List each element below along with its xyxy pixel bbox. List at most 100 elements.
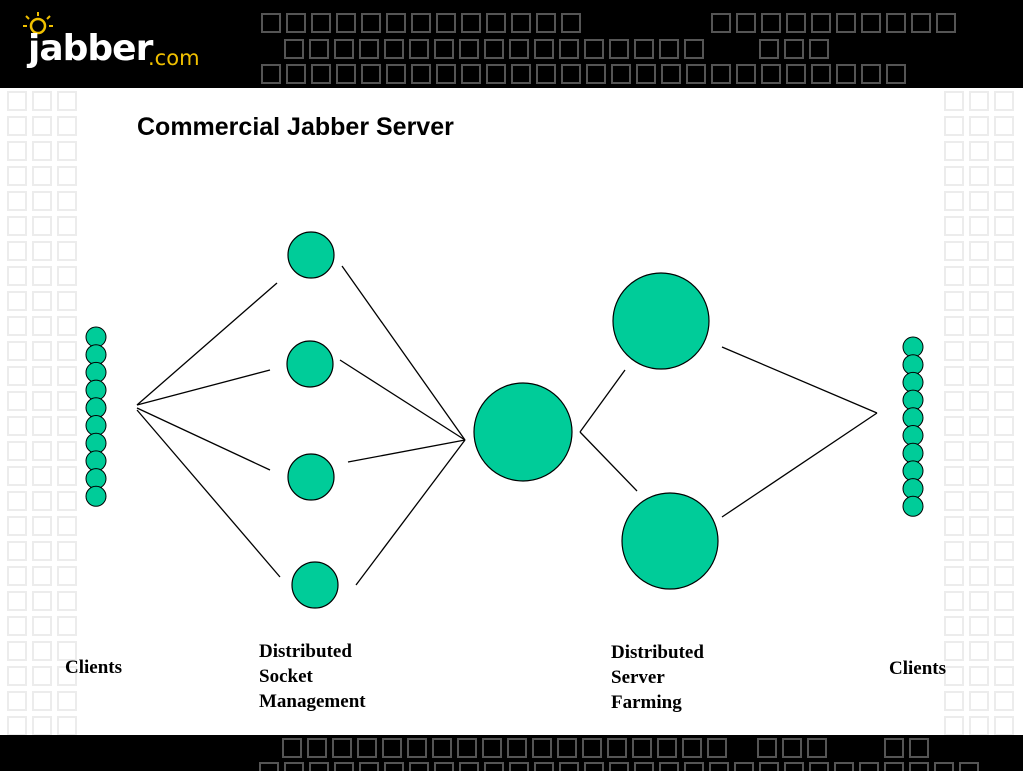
footer-pattern: [259, 738, 979, 771]
decor-square: [994, 566, 1014, 586]
decor-square: [759, 39, 779, 59]
decor-square: [559, 762, 579, 771]
decor-square: [944, 566, 964, 586]
decor-square: [407, 738, 427, 758]
decor-square: [57, 491, 77, 511]
decor-square: [944, 166, 964, 186]
decor-square: [944, 641, 964, 661]
decor-square: [334, 39, 354, 59]
decor-square: [944, 291, 964, 311]
logo-domain: .com: [148, 46, 200, 70]
decor-square: [711, 64, 731, 84]
decor-square: [32, 366, 52, 386]
decor-square: [994, 216, 1014, 236]
decor-square: [584, 39, 604, 59]
decor-square: [959, 762, 979, 771]
decor-square: [994, 391, 1014, 411]
decor-square: [861, 13, 881, 33]
decor-square: [994, 266, 1014, 286]
decor-square: [57, 516, 77, 536]
client-node: [902, 371, 924, 393]
decor-square: [734, 762, 754, 771]
decor-square: [32, 391, 52, 411]
decor-square: [994, 641, 1014, 661]
decor-square: [611, 64, 631, 84]
decor-square: [944, 316, 964, 336]
decor-square: [57, 166, 77, 186]
decor-square: [32, 316, 52, 336]
decor-square: [557, 738, 577, 758]
client-node: [902, 389, 924, 411]
decor-square: [969, 116, 989, 136]
decor-square: [736, 13, 756, 33]
decor-square: [411, 64, 431, 84]
decor-square: [534, 39, 554, 59]
decor-square: [32, 566, 52, 586]
decor-square: [32, 91, 52, 111]
decor-square: [969, 316, 989, 336]
decor-square: [282, 738, 302, 758]
decor-square: [559, 39, 579, 59]
decor-square: [7, 91, 27, 111]
decor-square: [7, 366, 27, 386]
decor-square: [634, 762, 654, 771]
decor-square: [461, 64, 481, 84]
decor-square: [409, 762, 429, 771]
decor-square: [707, 738, 727, 758]
decor-square: [994, 541, 1014, 561]
decor-square: [686, 64, 706, 84]
decor-square: [994, 341, 1014, 361]
decor-square: [994, 441, 1014, 461]
decor-square: [309, 39, 329, 59]
decor-square: [969, 391, 989, 411]
decor-square: [969, 291, 989, 311]
decor-square: [886, 64, 906, 84]
decor-square: [7, 116, 27, 136]
decor-square: [944, 141, 964, 161]
decor-square: [7, 316, 27, 336]
decor-square: [969, 366, 989, 386]
decor-square: [7, 391, 27, 411]
decor-square: [884, 738, 904, 758]
decor-square: [484, 39, 504, 59]
decor-square: [384, 39, 404, 59]
clients-right-label: Clients: [889, 658, 946, 679]
decor-square: [784, 39, 804, 59]
decor-square: [486, 13, 506, 33]
decor-square: [32, 191, 52, 211]
socket-node: [287, 453, 335, 501]
client-node: [902, 425, 924, 446]
decor-square: [994, 166, 1014, 186]
decor-square: [994, 366, 1014, 386]
decor-square: [311, 64, 331, 84]
decor-square: [261, 64, 281, 84]
decor-square: [682, 738, 702, 758]
decor-square: [386, 64, 406, 84]
decor-square: [909, 738, 929, 758]
server-farming-label: Distributed Server Farming: [611, 640, 704, 715]
decor-square: [459, 762, 479, 771]
socket-label-line: Distributed: [259, 641, 352, 662]
logo-wordmark: jabber: [28, 28, 153, 69]
header-pattern: [261, 13, 956, 84]
decor-square: [994, 141, 1014, 161]
decor-square: [969, 541, 989, 561]
clients-left-label: Clients: [65, 657, 122, 678]
decor-square: [32, 516, 52, 536]
socket-label-line: Socket: [259, 666, 313, 687]
decor-square: [57, 116, 77, 136]
decor-square: [609, 762, 629, 771]
decor-square: [509, 39, 529, 59]
decor-square: [969, 516, 989, 536]
decor-square: [994, 91, 1014, 111]
decor-square: [286, 13, 306, 33]
decor-square: [786, 13, 806, 33]
decor-square: [944, 191, 964, 211]
decor-square: [836, 64, 856, 84]
client-node: [902, 336, 924, 358]
decor-square: [944, 116, 964, 136]
decor-square: [332, 738, 352, 758]
decor-square: [944, 491, 964, 511]
decor-square: [944, 691, 964, 711]
